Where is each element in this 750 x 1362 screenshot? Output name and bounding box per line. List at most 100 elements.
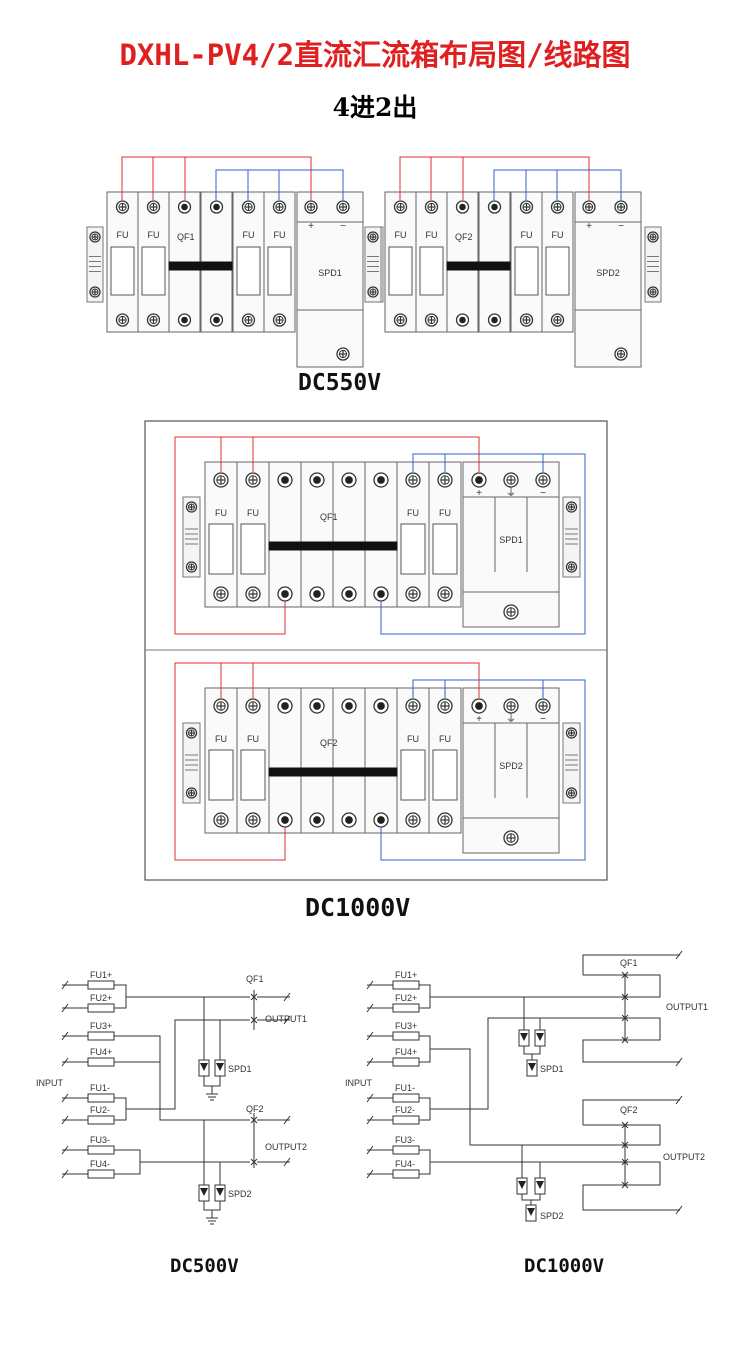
- dc550v-unit1-spd-label: SPD1: [318, 268, 342, 278]
- dc1000v-unit2-fuse-holder: [400, 749, 426, 801]
- dc1000v-wiring-spd1-b-diode: [536, 1033, 544, 1041]
- dc1000v-wiring-input-terminal-tick: [366, 1145, 374, 1155]
- dc550v-unit2-terminal-top-head: [491, 203, 498, 211]
- dc1000v-unit1-spd-ground-sign: ⏚: [506, 487, 516, 499]
- dc1000v-wiring-qf1-switch-x2: [621, 971, 629, 979]
- dc1000v-wiring-spd1-label: SPD1: [540, 1064, 564, 1074]
- dc550v-unit1-wire-positive: [121, 156, 312, 200]
- dc1000v-wiring-qf1-out-top: [582, 954, 680, 975]
- dc500v-wiring-fuse-4-label: FU4+: [90, 1047, 112, 1057]
- dc1000v-unit2-wire-positive-loop: [174, 662, 286, 861]
- dc550v-unit2-endcap-left: [364, 226, 382, 303]
- dc1000v-unit2-endcap-right: [562, 722, 581, 804]
- dc500v-wiring-bus-2: [114, 1035, 161, 1063]
- dc1000v-unit1-fuse-holder: [208, 523, 234, 575]
- dc1000v-unit1-terminal-bottom-head: [313, 590, 321, 598]
- dc500v-wiring-fuse-3-label: FU3+: [90, 1021, 112, 1031]
- dc1000v-wiring-out-terminal-tick: [675, 1205, 683, 1215]
- dc1000v-wiring-input-terminal-tick: [366, 1093, 374, 1103]
- dc1000v-wiring-qf2-out-bot: [582, 1184, 680, 1211]
- dc550v-unit1-fuse-holder: [110, 246, 135, 296]
- dc500v-wiring-out-terminal-tick: [283, 1115, 291, 1125]
- dc1000v-unit1-spd-terminal-pos-head: [475, 476, 483, 484]
- dc1000v-unit2-wire-negative-loop: [380, 679, 586, 861]
- dc1000v-wiring-qf1-label: QF1: [620, 958, 638, 968]
- dc500v-wiring-spd2-a-diode: [200, 1188, 208, 1196]
- dc1000v-unit1-breaker-label: QF1: [320, 512, 338, 522]
- dc1000v-wiring-input-label: INPUT: [345, 1078, 373, 1088]
- dc500v-wiring-input-label: INPUT: [36, 1078, 64, 1088]
- dc1000v-unit1-spd-label: SPD1: [499, 535, 523, 545]
- dc550v-unit1-fuse-holder: [236, 246, 261, 296]
- dc1000v-wiring-input-terminal-tick: [366, 1003, 374, 1013]
- dc1000v-wiring-bus-2: [419, 1035, 431, 1063]
- dc1000v-wiring-fuse-6-body: [392, 1115, 420, 1125]
- dc1000v-unit1-terminal-bottom-head: [345, 590, 353, 598]
- dc550v-unit2-terminal-bottom-head: [459, 316, 466, 324]
- dc1000v-wiring-qf2-switch-x2: [621, 1181, 629, 1189]
- dc550v-unit2-fuse-label: FU: [395, 230, 407, 240]
- dc1000v-wiring-qf1-switch-x2: [621, 1014, 629, 1022]
- dc550v-unit2-fuse-holder: [388, 246, 413, 296]
- dc1000v-wiring-bus-3: [419, 1097, 431, 1121]
- dc1000v-wiring-qf1-out-bot: [582, 1039, 680, 1063]
- dc1000v-wiring-fuse-2-label: FU2+: [395, 993, 417, 1003]
- dc1000v-wiring-input-terminal-tick: [366, 980, 374, 990]
- caption-dc500v: DC500V: [170, 1255, 239, 1277]
- dc500v-wiring-fuse-1-body: [87, 980, 115, 990]
- dc1000v-wiring-fuse-1-body: [392, 980, 420, 990]
- dc550v-unit1-breaker-handle: [168, 261, 233, 271]
- caption-dc1000v-layout: DC1000V: [305, 893, 411, 922]
- dc500v-wiring-input-terminal-tick: [61, 1031, 69, 1041]
- dc500v-wiring-fuse-1-label: FU1+: [90, 970, 112, 980]
- dc1000v-unit2-fuse-label: FU: [407, 734, 419, 744]
- dc500v-wiring-bus-qf2-pos: [159, 1049, 250, 1121]
- dc500v-wiring-fuse-4-body: [87, 1057, 115, 1067]
- dc1000v-unit2-spd-terminal-pos-head: [475, 702, 483, 710]
- dc1000v-unit2-terminal-top-head: [281, 702, 289, 710]
- dc1000v-unit2-breaker-handle: [268, 767, 398, 777]
- dc1000v-wiring-fuse-5-label: FU1-: [395, 1083, 415, 1093]
- dc550v-unit1-fuse-label: FU: [243, 230, 255, 240]
- dc1000v-wiring-fuse-8-label: FU4-: [395, 1159, 415, 1169]
- dc500v-wiring-spd1-a-diode: [200, 1063, 208, 1071]
- dc500v-wiring-fuse-3-body: [87, 1031, 115, 1041]
- dc500v-wiring-fuse-8-label: FU4-: [90, 1159, 110, 1169]
- page-title: DXHL-PV4/2直流汇流箱布局图/线路图: [119, 38, 631, 72]
- dc1000v-wiring-bus-1: [419, 984, 431, 1009]
- dc1000v-wiring-out-terminal-tick: [675, 1095, 683, 1105]
- dc550v-unit1-breaker-label: QF1: [177, 232, 195, 242]
- dc1000v-unit2-fuse-holder: [208, 749, 234, 801]
- dc1000v-wiring-fuse-4-label: FU4+: [395, 1047, 417, 1057]
- dc1000v-wiring-out-terminal-tick: [675, 950, 683, 960]
- dc550v-unit1-fuse-label: FU: [117, 230, 129, 240]
- dc1000v-unit1-fuse-holder: [400, 523, 426, 575]
- dc500v-wiring-fuse-7-body: [87, 1145, 115, 1155]
- dc1000v-unit1-spd-neg-sign: −: [540, 488, 546, 499]
- dc500v-wiring-input-terminal-tick: [61, 1145, 69, 1155]
- dc500v-wiring-output2-label: OUTPUT2: [265, 1142, 307, 1152]
- dc1000v-unit2-fuse-label: FU: [439, 734, 451, 744]
- dc550v-unit1-endcap-left: [86, 226, 104, 303]
- dc1000v-wiring-output1-label: OUTPUT1: [666, 1002, 708, 1012]
- dc500v-wiring-spd1-join: [203, 1076, 221, 1087]
- dc1000v-wiring-fuse-3-label: FU3+: [395, 1021, 417, 1031]
- dc1000v-wiring-qf1-loop-2: [625, 1017, 661, 1041]
- dc1000v-wiring-qf2-out-top: [582, 1099, 680, 1125]
- dc1000v-unit1-terminal-top-head: [313, 476, 321, 484]
- dc1000v-wiring-fuse-7-body: [392, 1145, 420, 1155]
- dc1000v-unit2-terminal-bottom-head: [377, 816, 385, 824]
- dc500v-wiring-input-terminal-tick: [61, 980, 69, 990]
- dc500v-wiring-spd2-label: SPD2: [228, 1189, 252, 1199]
- dc1000v-wiring-fuse-8-body: [392, 1169, 420, 1179]
- dc550v-unit1-terminal-top-head: [181, 203, 188, 211]
- dc1000v-wiring-fuse-7-label: FU3-: [395, 1135, 415, 1145]
- dc550v-unit2-spd-label: SPD2: [596, 268, 620, 278]
- dc1000v-unit1-spd-pos-sign: +: [476, 488, 482, 499]
- dc1000v-unit2-wire-negative-top: [412, 679, 544, 698]
- dc550v-unit1-terminal-top-head: [213, 203, 220, 211]
- dc550v-unit2-spd-neg-sign: −: [618, 221, 624, 232]
- dc1000v-unit1-fuse-label: FU: [215, 508, 227, 518]
- dc500v-wiring-fuse-8-body: [87, 1169, 115, 1179]
- dc550v-unit2-fuse-holder: [514, 246, 539, 296]
